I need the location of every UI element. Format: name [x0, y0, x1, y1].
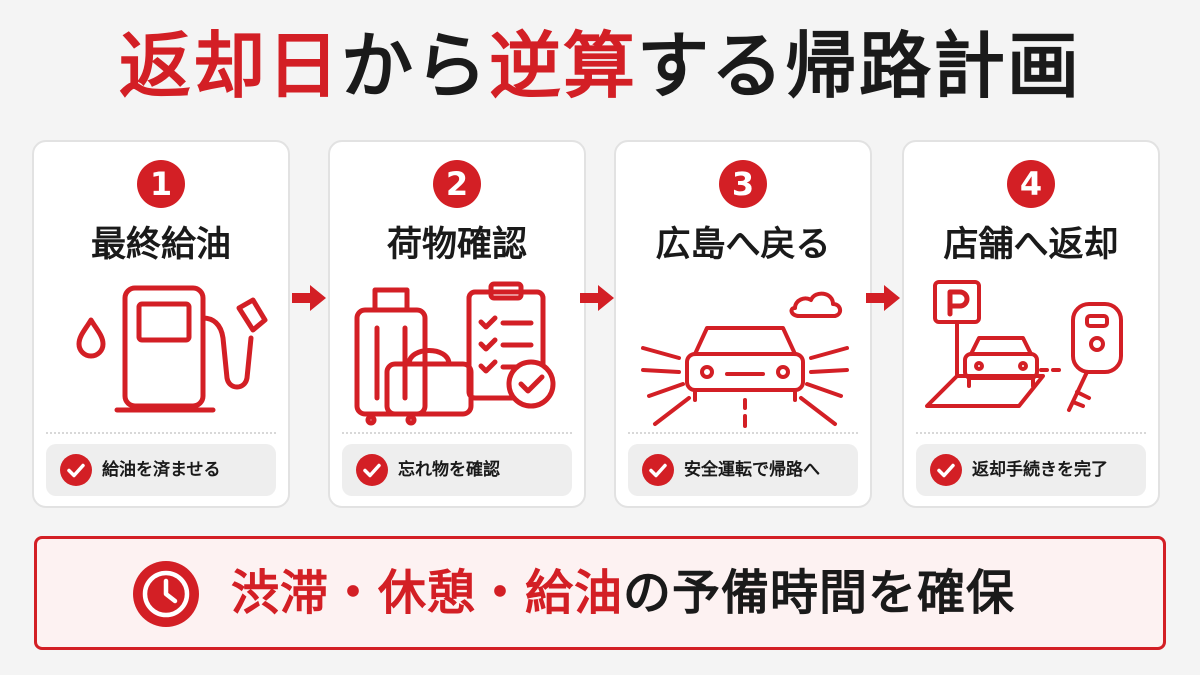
- title-part-4: する帰路計画: [637, 24, 1082, 108]
- step-title-2: 荷物確認: [386, 225, 527, 265]
- luggage-checklist-icon: [354, 281, 556, 426]
- step-card-1: 1 最終給油 給油を済ませる: [32, 140, 290, 508]
- check-label-4: 返却手続きを完了: [972, 460, 1108, 480]
- title-part-1: 返却日: [118, 24, 341, 108]
- banner-rest: の予備時間を確保: [623, 565, 1016, 621]
- car-road-icon: [641, 291, 849, 428]
- step-card-2: 2 荷物確認 忘れ物を確認: [328, 140, 586, 508]
- title-part-3: 逆算: [489, 24, 638, 108]
- check-icon: [356, 454, 388, 486]
- check-chip-1: 給油を済ませる: [46, 444, 276, 496]
- step-title-3: 広島へ戻る: [655, 225, 831, 265]
- check-label-3: 安全運転で帰路へ: [684, 460, 820, 480]
- step-title-1: 最終給油: [90, 225, 231, 265]
- step-card-4: 4 店舗へ返却 返却手続きを完了: [902, 140, 1160, 508]
- arrow-right-icon: [866, 285, 900, 311]
- separator: [916, 432, 1146, 434]
- title-part-2: から: [340, 24, 489, 108]
- check-chip-3: 安全運転で帰路へ: [628, 444, 858, 496]
- step-number-3: 3: [719, 160, 767, 208]
- clock-icon: [133, 561, 199, 627]
- banner-highlight: 渋滞・休憩・給油: [231, 565, 624, 621]
- arrow-right-icon: [580, 285, 614, 311]
- page-title: 返却日から逆算する帰路計画: [0, 30, 1200, 102]
- reminder-banner: 渋滞・休憩・給油の予備時間を確保: [34, 536, 1166, 650]
- check-icon: [642, 454, 674, 486]
- check-label-2: 忘れ物を確認: [398, 460, 500, 480]
- check-chip-4: 返却手続きを完了: [916, 444, 1146, 496]
- step-title-4: 店舗へ返却: [943, 225, 1119, 265]
- step-number-1: 1: [137, 160, 185, 208]
- separator: [628, 432, 858, 434]
- check-icon: [60, 454, 92, 486]
- check-label-1: 給油を済ませる: [102, 460, 221, 480]
- check-chip-2: 忘れ物を確認: [342, 444, 572, 496]
- separator: [342, 432, 572, 434]
- check-icon: [930, 454, 962, 486]
- step-number-4: 4: [1007, 160, 1055, 208]
- separator: [46, 432, 276, 434]
- step-card-3: 3 広島へ戻る 安全運転で帰路へ: [614, 140, 872, 508]
- fuel-pump-icon: [76, 285, 268, 413]
- banner-text: 渋滞・休憩・給油の予備時間を確保: [231, 539, 1015, 647]
- parking-key-icon: [925, 280, 1123, 412]
- step-number-2: 2: [433, 160, 481, 208]
- arrow-right-icon: [292, 285, 326, 311]
